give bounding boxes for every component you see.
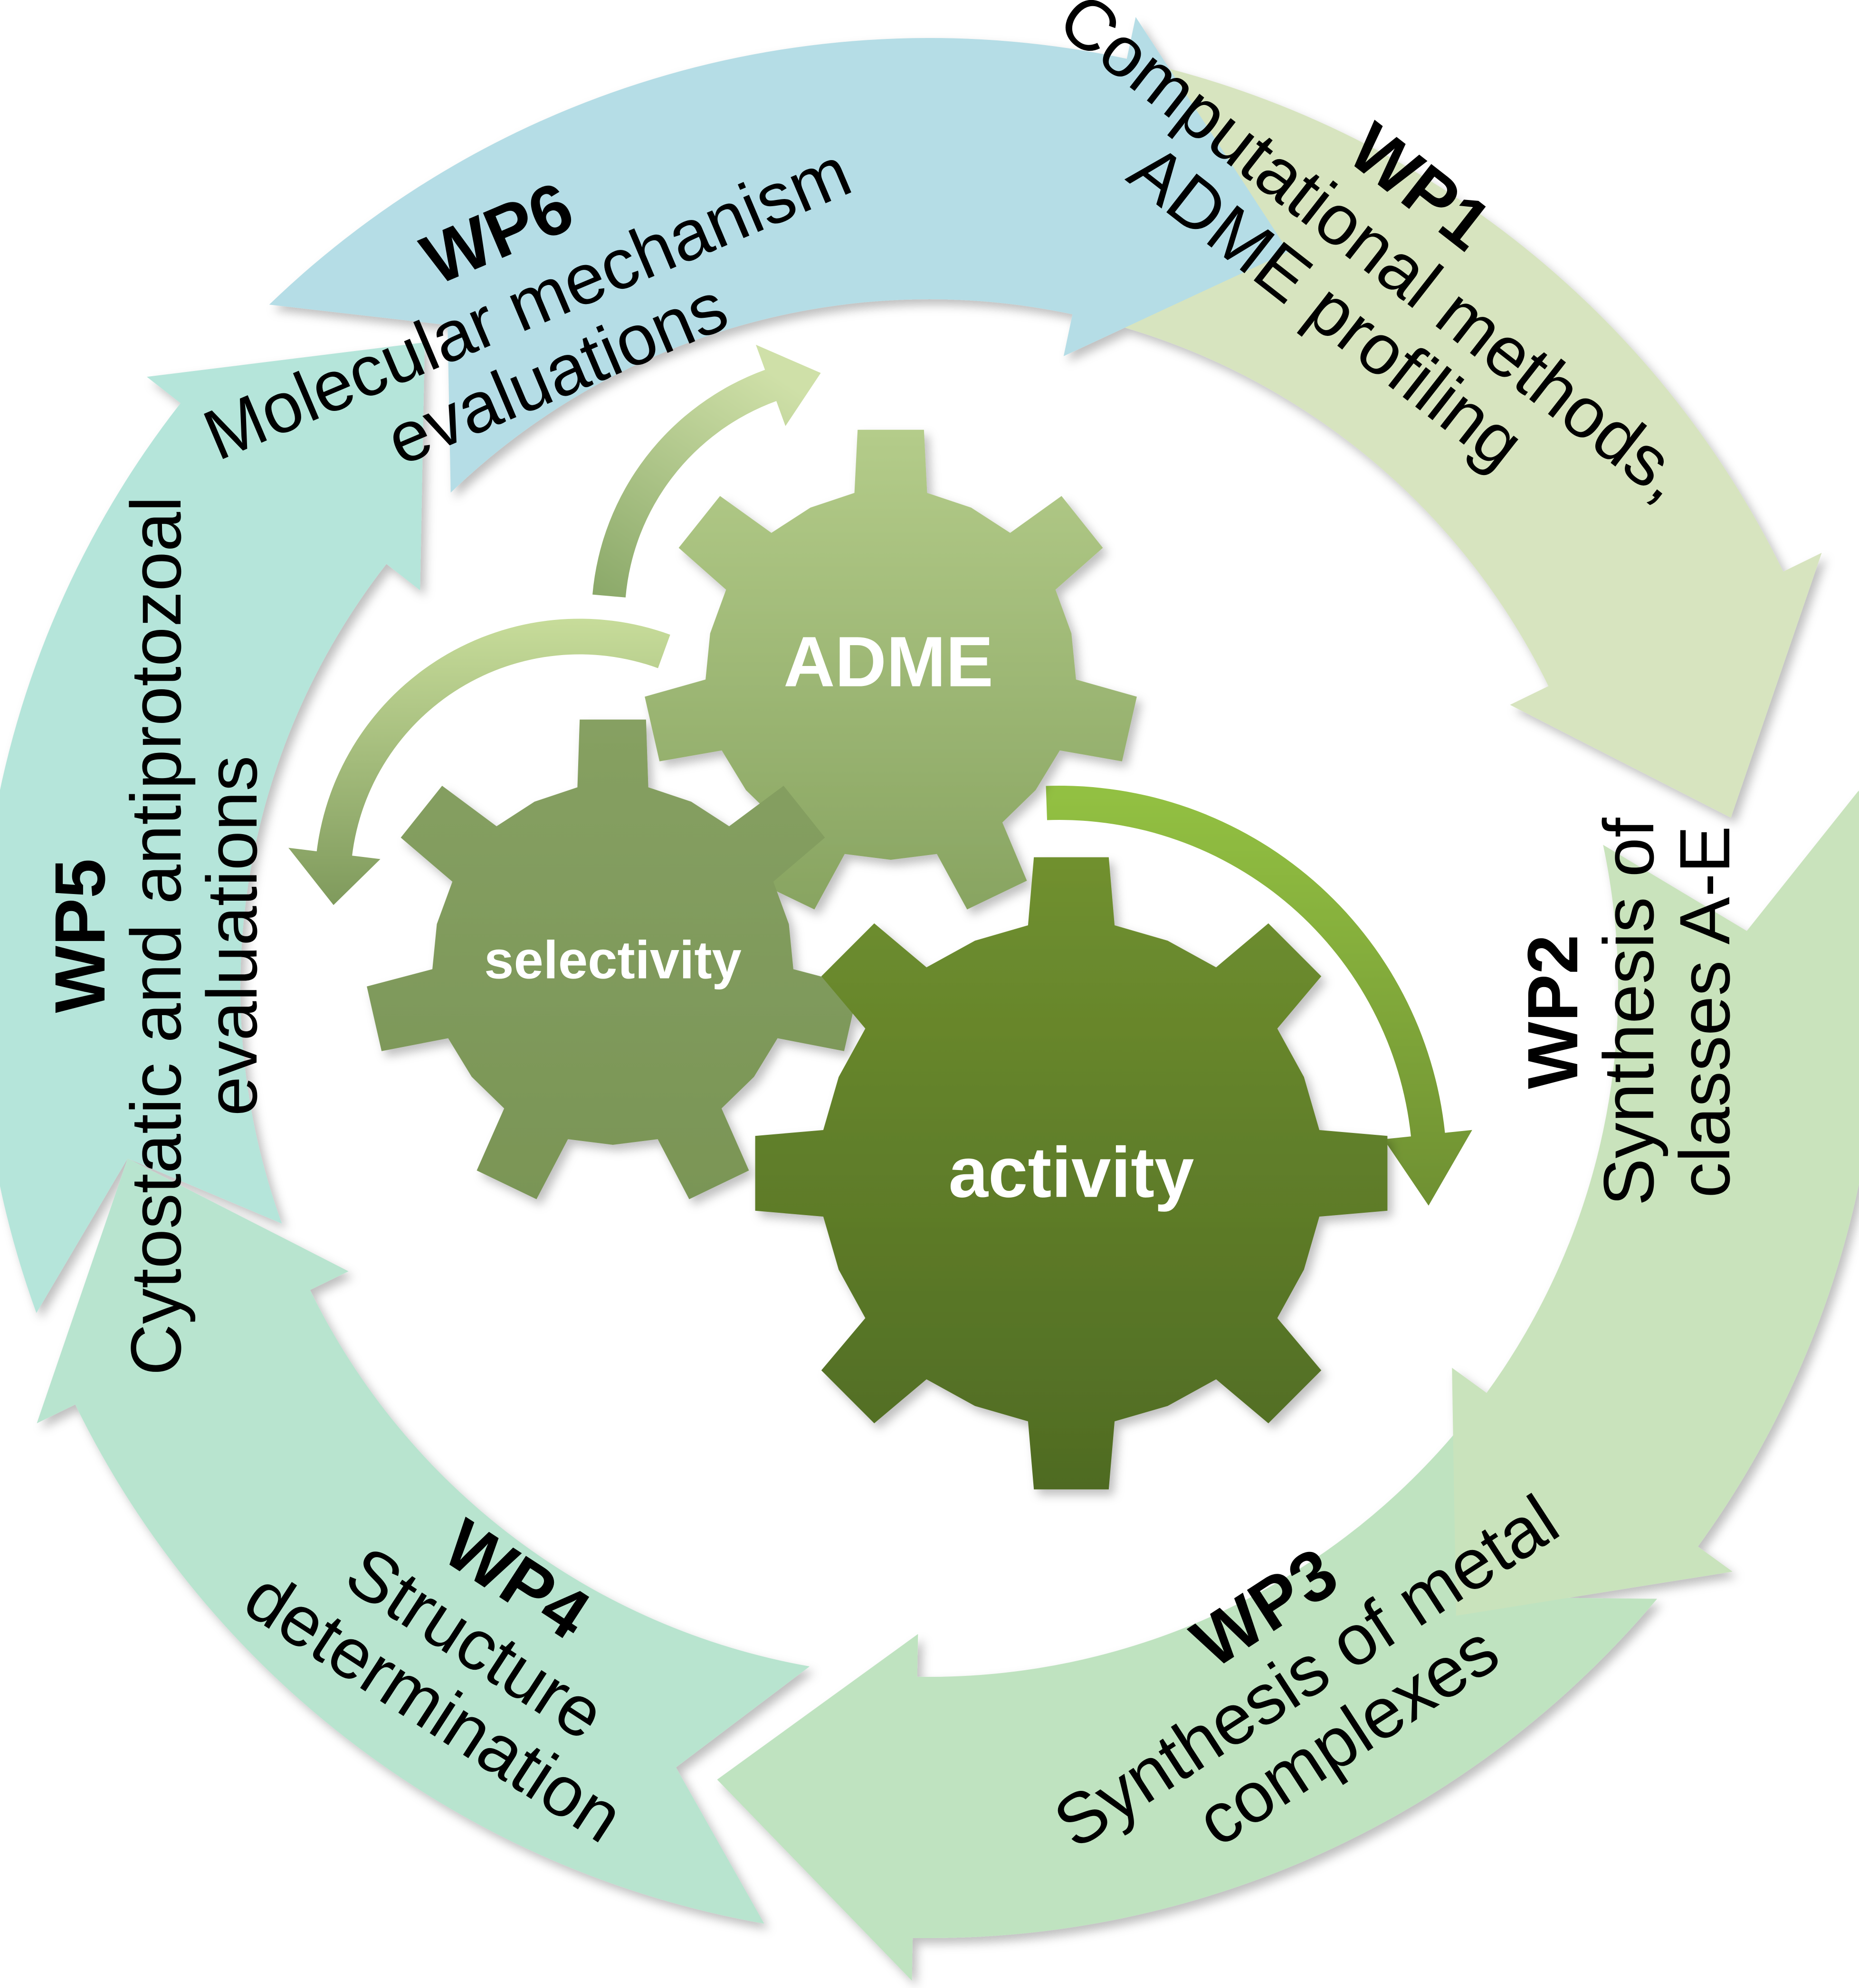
small-arrow-to-selectivity [288, 618, 670, 905]
wp3-arrow [717, 1431, 1658, 1981]
small-arrow-selectivity-to-adme [592, 344, 821, 598]
wp6-arrow [269, 17, 1289, 493]
inner-cycle-arrows [288, 344, 1472, 1206]
wp2-arrow [1452, 790, 1859, 1616]
adme-gear [645, 429, 1137, 910]
small-arrow-adme-to-activity [1046, 786, 1472, 1206]
wp4-arrow [37, 1158, 810, 1924]
wp2-text-line: classes A-E [1665, 826, 1745, 1198]
wp2-id: WP2 [1513, 934, 1592, 1089]
wp5-text-line: Cytostatic and antiprotozoal [116, 496, 196, 1375]
outer-cycle-arrows [0, 17, 1859, 1981]
gears [367, 429, 1388, 1490]
wp2-text-line: Synthesis of [1589, 818, 1668, 1206]
activity-gear-label: activity [949, 1132, 1194, 1212]
adme-gear-label: ADME [783, 622, 993, 702]
selectivity-gear-label: selectivity [484, 931, 742, 990]
activity-gear [755, 857, 1388, 1490]
selectivity-gear [367, 719, 859, 1199]
wp5-text-line: evaluations [192, 756, 272, 1116]
wp5-arrow [0, 342, 425, 1313]
wp5-id: WP5 [40, 858, 120, 1013]
